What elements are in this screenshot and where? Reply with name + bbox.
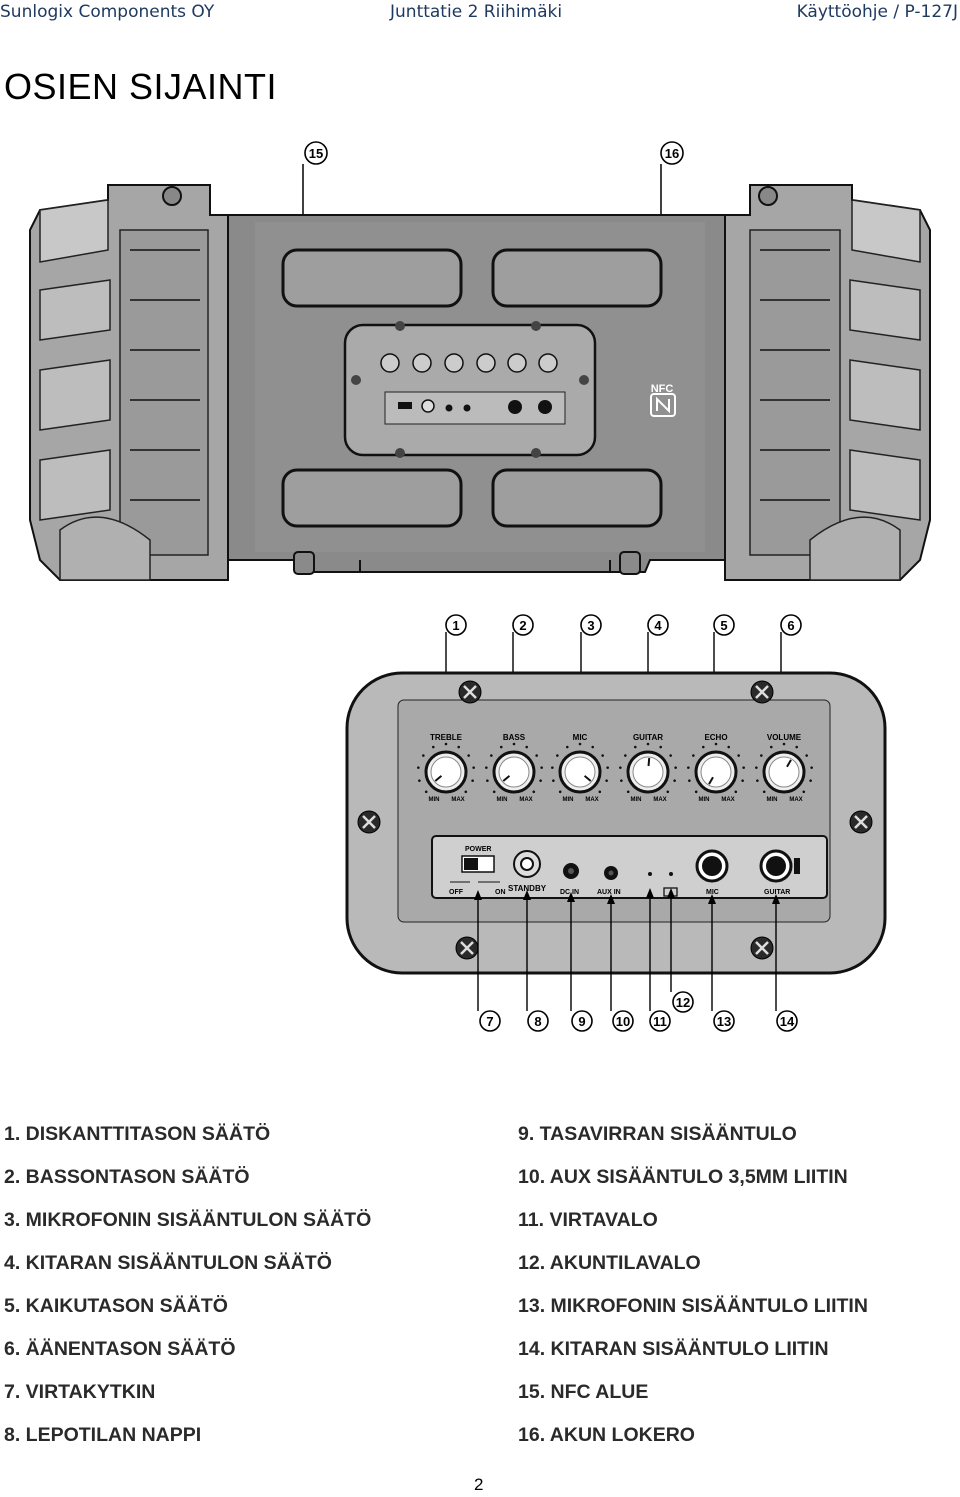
legend-left-column: 1. DISKANTTITASON SÄÄTÖ 2. BASSONTASON SÄ… xyxy=(4,1113,371,1457)
svg-text:12: 12 xyxy=(676,995,690,1010)
left-end-cap xyxy=(29,184,229,581)
svg-text:MIN: MIN xyxy=(699,797,710,803)
dc-in-label: DC IN xyxy=(560,889,579,896)
callout-13: 13 xyxy=(708,894,735,1032)
knob-guitar: GUITAR MIN MAX xyxy=(619,733,677,803)
svg-text:MAX: MAX xyxy=(585,797,598,803)
svg-text:MAX: MAX xyxy=(721,797,734,803)
legend-item: 15. NFC ALUE xyxy=(518,1381,649,1403)
screw-icon xyxy=(458,680,482,704)
svg-text:MIC: MIC xyxy=(573,733,588,742)
callout-11: 11 xyxy=(646,888,671,1032)
svg-text:8: 8 xyxy=(534,1014,541,1029)
svg-text:1: 1 xyxy=(452,618,459,633)
svg-text:7: 7 xyxy=(486,1014,493,1029)
svg-text:MAX: MAX xyxy=(451,797,464,803)
screw-icon xyxy=(750,680,774,704)
svg-text:15: 15 xyxy=(309,146,323,161)
legend-item: 16. AKUN LOKERO xyxy=(518,1424,695,1446)
power-led xyxy=(648,872,652,876)
aux-in-label: AUX IN xyxy=(597,889,621,896)
svg-text:13: 13 xyxy=(717,1014,731,1029)
knob-mic: MIC MIN MAX xyxy=(551,733,609,803)
standby-label: STANDBY xyxy=(508,884,547,893)
mic-label: MIC xyxy=(706,889,719,896)
on-label: ON xyxy=(495,889,506,896)
svg-text:MIN: MIN xyxy=(767,797,778,803)
svg-text:3: 3 xyxy=(587,618,594,633)
legend-item: 5. KAIKUTASON SÄÄTÖ xyxy=(4,1295,228,1317)
screw-icon xyxy=(455,936,479,960)
knob-bass: BASS MIN MAX xyxy=(485,733,543,803)
callout-14: 14 xyxy=(772,894,798,1032)
svg-text:16: 16 xyxy=(665,146,679,161)
svg-text:MAX: MAX xyxy=(789,797,802,803)
svg-text:TREBLE: TREBLE xyxy=(430,733,463,742)
svg-text:MIN: MIN xyxy=(497,797,508,803)
legend-item: 3. MIKROFONIN SISÄÄNTULON SÄÄTÖ xyxy=(4,1209,372,1231)
screw-icon xyxy=(849,810,873,834)
legend-item: 1. DISKANTTITASON SÄÄTÖ xyxy=(4,1123,271,1145)
svg-text:4: 4 xyxy=(654,618,662,633)
power-label: POWER xyxy=(465,846,491,853)
legend-item: 14. KITARAN SISÄÄNTULO LIITIN xyxy=(518,1338,829,1360)
svg-text:BASS: BASS xyxy=(503,733,526,742)
svg-text:2: 2 xyxy=(519,618,526,633)
legend-item: 4. KITARAN SISÄÄNTULON SÄÄTÖ xyxy=(4,1252,332,1274)
callout-12: 12 xyxy=(667,888,694,1013)
knob-volume: VOLUME MIN MAX xyxy=(755,733,813,803)
legend-item: 6. ÄÄNENTASON SÄÄTÖ xyxy=(4,1338,236,1360)
callout-10: 10 xyxy=(607,894,634,1032)
svg-text:NFC: NFC xyxy=(651,383,674,395)
legend-item: 7. VIRTAKYTKIN xyxy=(4,1381,156,1403)
svg-text:9: 9 xyxy=(578,1014,585,1029)
legend-item: 12. AKUNTILAVALO xyxy=(518,1252,701,1274)
screw-icon xyxy=(357,810,381,834)
svg-text:14: 14 xyxy=(780,1014,795,1029)
svg-text:10: 10 xyxy=(616,1014,630,1029)
svg-text:GUITAR: GUITAR xyxy=(633,733,663,742)
legend-right-column: 9. TASAVIRRAN SISÄÄNTULO 10. AUX SISÄÄNTU… xyxy=(518,1113,868,1457)
legend-item: 10. AUX SISÄÄNTULO 3,5MM LIITIN xyxy=(518,1166,848,1188)
svg-text:5: 5 xyxy=(720,618,727,633)
legend-item: 13. MIKROFONIN SISÄÄNTULO LIITIN xyxy=(518,1295,868,1317)
svg-text:6: 6 xyxy=(787,618,794,633)
svg-text:MIN: MIN xyxy=(563,797,574,803)
right-end-cap xyxy=(724,184,931,581)
svg-text:11: 11 xyxy=(653,1014,667,1029)
legend-item: 2. BASSONTASON SÄÄTÖ xyxy=(4,1166,250,1188)
legend-item: 11. VIRTAVALO xyxy=(518,1209,658,1231)
page-number: 2 xyxy=(474,1475,484,1494)
svg-text:MAX: MAX xyxy=(653,797,666,803)
page-title: OSIEN SIJAINTI xyxy=(4,66,278,107)
knob-echo: ECHO MIN MAX xyxy=(687,733,745,803)
callout-8: 8 xyxy=(523,890,549,1032)
header-company: Sunlogix Components OY xyxy=(0,2,215,22)
callout-7: 7 xyxy=(474,890,501,1032)
header-document: Käyttöohje / P-127J xyxy=(796,2,958,22)
header-address: Junttatie 2 Riihimäki xyxy=(390,2,563,22)
knob-treble: TREBLE MIN MAX xyxy=(417,733,475,803)
callout-9: 9 xyxy=(567,892,593,1032)
nfc-logo: NFC xyxy=(650,383,676,417)
legend-item: 9. TASAVIRRAN SISÄÄNTULO xyxy=(518,1123,797,1145)
svg-text:MIN: MIN xyxy=(429,797,440,803)
svg-text:ECHO: ECHO xyxy=(704,733,727,742)
off-label: OFF xyxy=(449,889,464,896)
svg-text:VOLUME: VOLUME xyxy=(767,733,802,742)
legend-item: 8. LEPOTILAN NAPPI xyxy=(4,1424,202,1446)
device-back-illustration: 15 16 xyxy=(29,141,931,581)
guitar-label: GUITAR xyxy=(764,889,790,896)
screw-icon xyxy=(750,936,774,960)
battery-led xyxy=(669,872,673,876)
svg-text:MIN: MIN xyxy=(631,797,642,803)
svg-text:MAX: MAX xyxy=(519,797,532,803)
